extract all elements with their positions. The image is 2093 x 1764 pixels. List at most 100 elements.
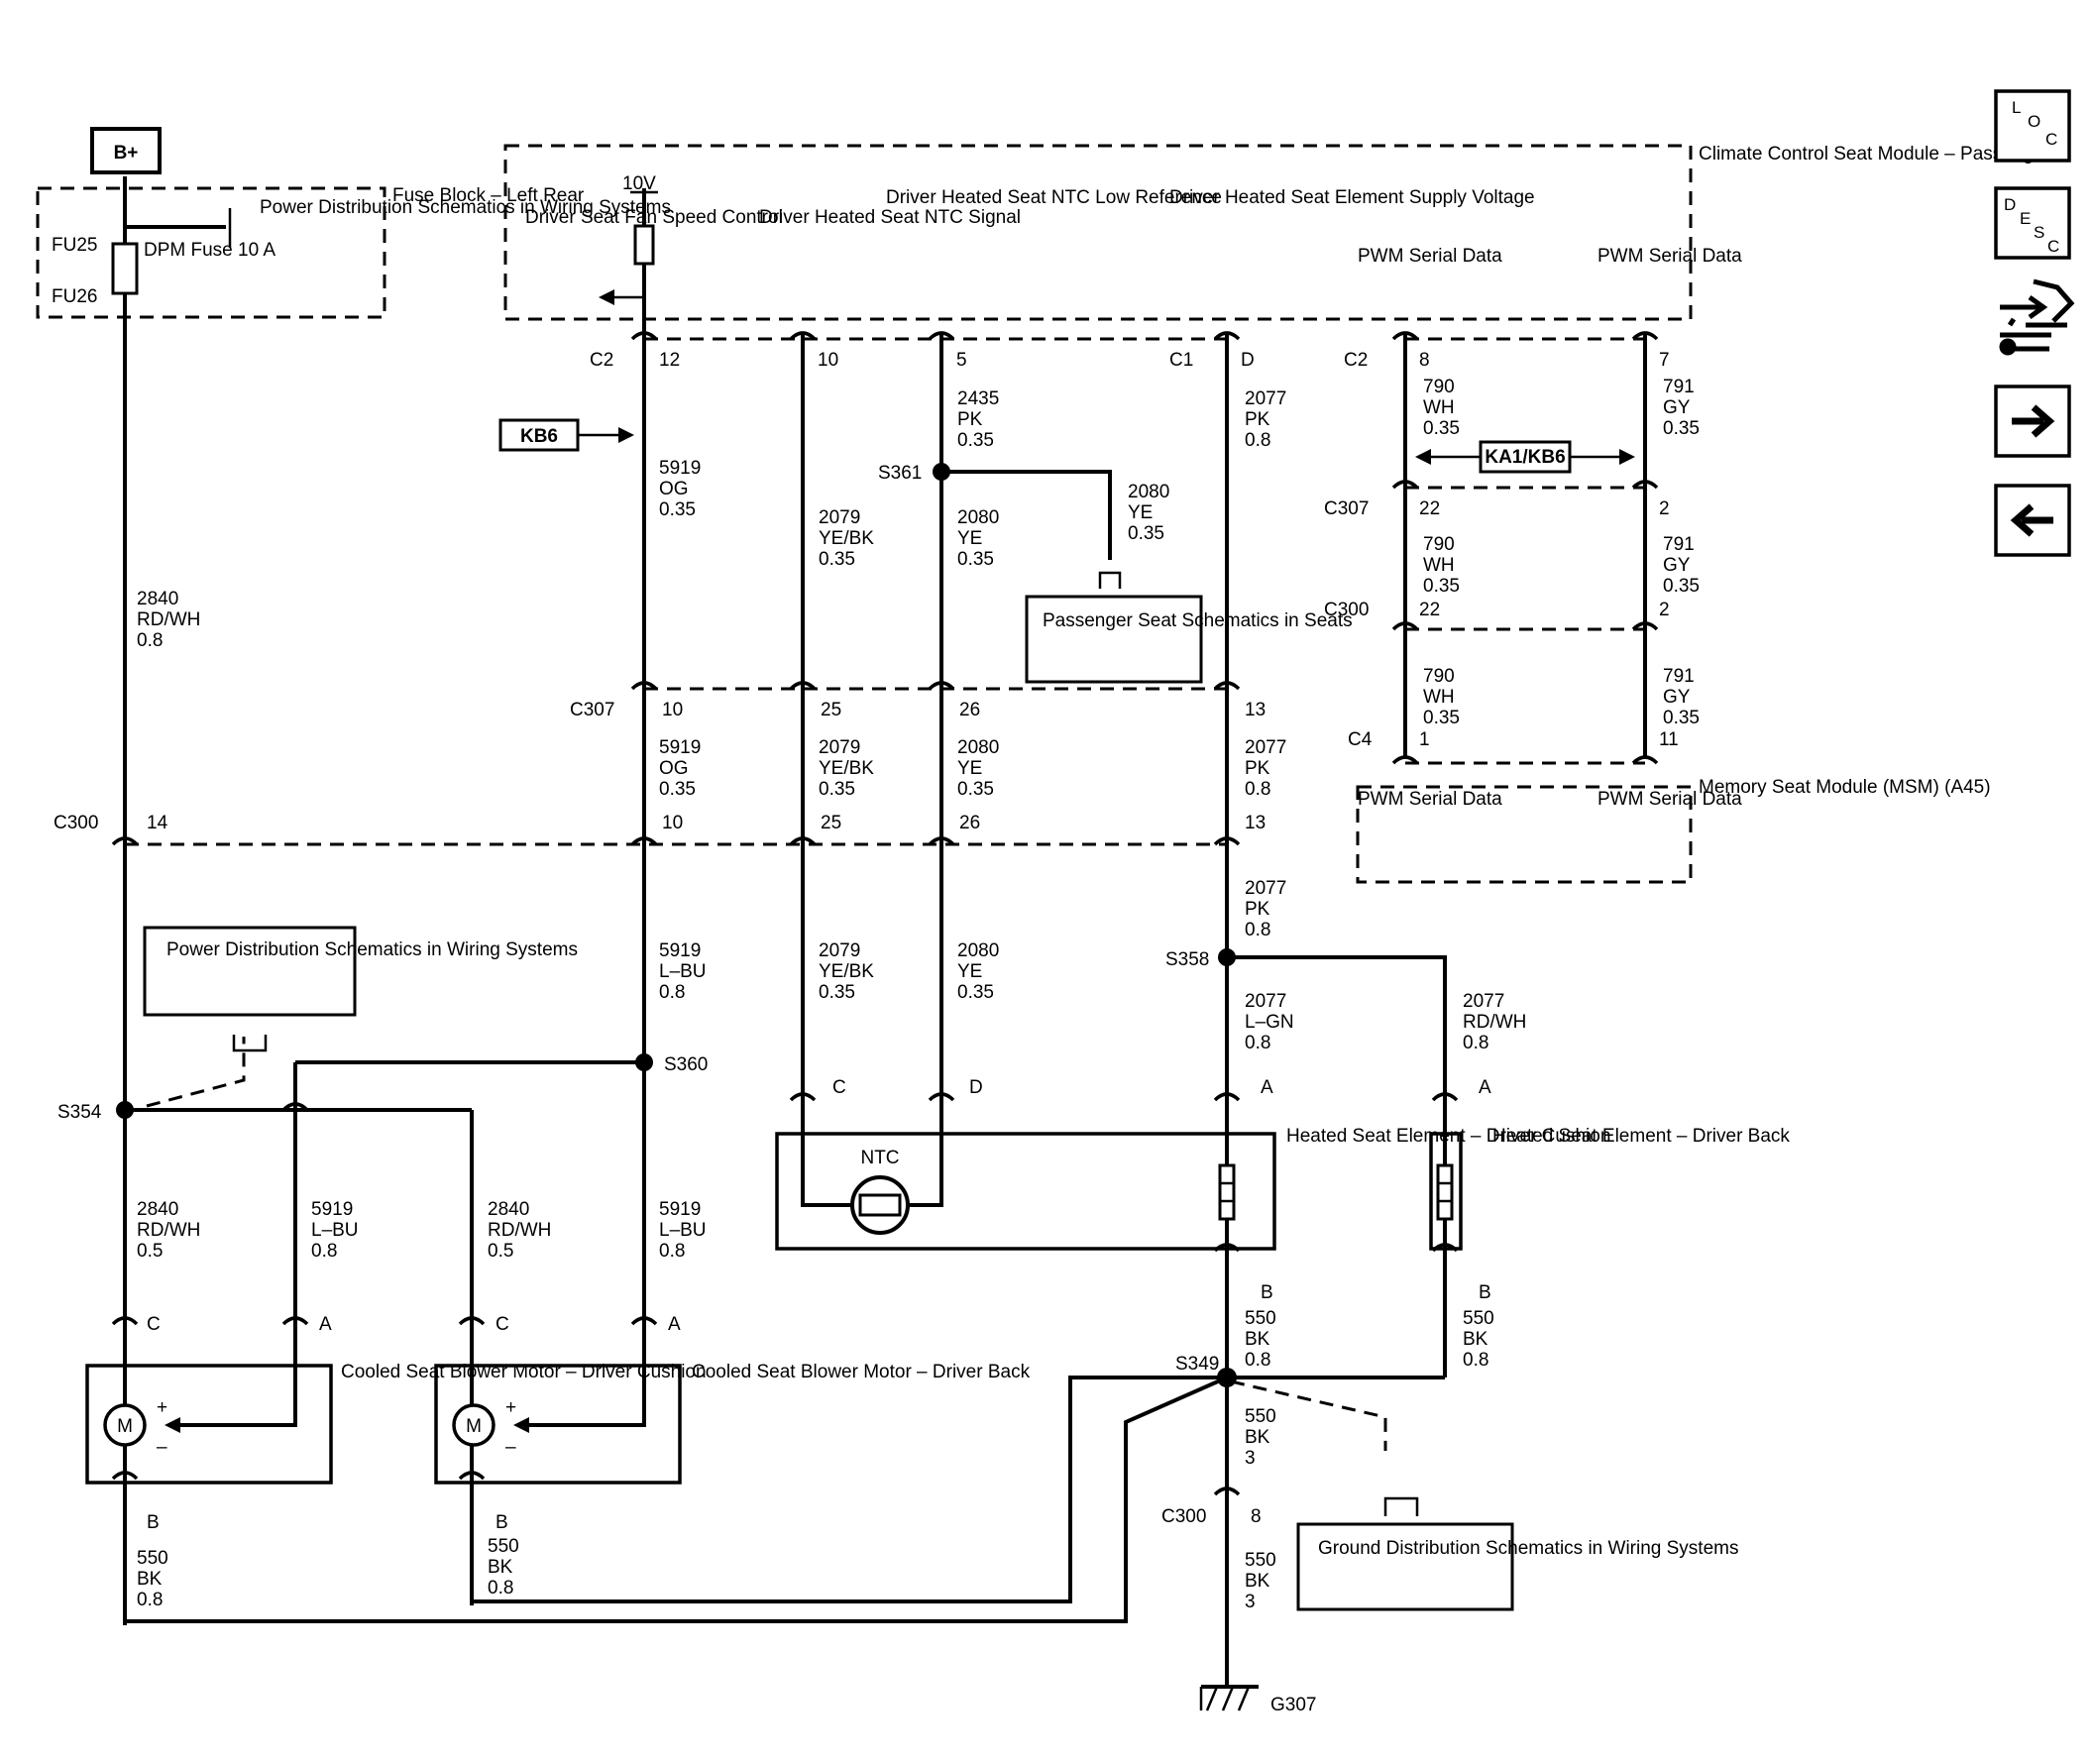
conn-c307-pin22: 22 <box>1419 498 1440 519</box>
heater-back-pin-a: A <box>1479 1077 1491 1098</box>
conn-c4-pin11: 11 <box>1659 729 1679 750</box>
blower-back-pin-a: A <box>668 1314 681 1335</box>
ntc-pin-d: D <box>969 1077 983 1098</box>
splice-s349: S349 <box>1175 1354 1219 1375</box>
connector-view-icon[interactable] <box>1999 278 2075 356</box>
blower-cushion-minus: – <box>157 1437 167 1458</box>
blower-cushion-plus: + <box>157 1397 167 1418</box>
ccsm-pin-pwm-data-2: PWM Serial Data <box>1597 246 1742 267</box>
heater-cushion-pin-b: B <box>1261 1282 1273 1303</box>
ccsm-pin-ntc-low-ref: Driver Heated Seat NTC Low Reference <box>886 187 1222 208</box>
ccsm-pin-pwm-data-1: PWM Serial Data <box>1358 246 1502 267</box>
dashed-lines <box>36 144 1693 1451</box>
conn-c300-bottom: C300 <box>1161 1506 1206 1527</box>
blower-cushion-pin-c: C <box>147 1314 161 1335</box>
ntc-label: NTC <box>860 1148 899 1168</box>
bplus-label: B+ <box>114 143 139 164</box>
blower-back-minus: – <box>505 1437 516 1458</box>
ground-dist-ref-label: Ground Distribution Schematics in Wiring… <box>1318 1538 1738 1559</box>
conn-c307-pin2: 2 <box>1659 498 1670 519</box>
conn-c300-pin22: 22 <box>1419 600 1440 620</box>
svg-text:L: L <box>2012 98 2021 117</box>
fuse-rating: DPM Fuse 10 A <box>144 240 275 261</box>
conn-c307-pin25: 25 <box>821 700 841 720</box>
splice-s360: S360 <box>664 1054 708 1075</box>
next-page-button[interactable] <box>1994 385 2071 458</box>
conn-c2-left: C2 <box>590 350 613 371</box>
heater-back-pin-b: B <box>1479 1282 1491 1303</box>
ccsm-pin-ntc-signal: Driver Heated Seat NTC Signal <box>759 207 1021 228</box>
kb6-ref-label: KB6 <box>520 426 558 447</box>
blower-cushion-motor-m: M <box>117 1416 133 1437</box>
ccsm-name: Climate Control Seat Module – Passenger <box>1699 144 2051 165</box>
svg-text:C: C <box>2047 237 2059 256</box>
splice-dots <box>116 463 1237 1387</box>
conn-c2-pin7: 7 <box>1659 350 1670 371</box>
conn-c4: C4 <box>1348 729 1373 750</box>
ka1kb6-ref-box[interactable] <box>1479 440 1572 474</box>
ka1kb6-ref-label: KA1/KB6 <box>1485 447 1565 468</box>
msm-pin-pwm-data-2: PWM Serial Data <box>1597 789 1742 810</box>
conn-c307-left: C307 <box>570 700 614 720</box>
heater-back-icon <box>1436 1163 1454 1221</box>
conn-c307-pin26: 26 <box>959 700 980 720</box>
msm-pin-pwm-data-1: PWM Serial Data <box>1358 789 1502 810</box>
conn-c300-left: C300 <box>54 813 98 833</box>
fuse-symbol <box>111 242 139 295</box>
loc-button[interactable]: L O C <box>1994 89 2071 163</box>
ground-dist-ref-box[interactable] <box>1296 1522 1514 1611</box>
power-dist-ref-top: Power Distribution Schematics in Wiring … <box>260 197 671 218</box>
svg-text:D: D <box>2004 195 2016 214</box>
ccsm-pin-fan-speed: Driver Seat Fan Speed Control <box>525 207 783 228</box>
conn-c300-pin25: 25 <box>821 813 841 833</box>
wires <box>123 176 1647 1685</box>
blower-back-plus: + <box>505 1397 516 1418</box>
svg-text:E: E <box>2020 209 2031 228</box>
conn-c2-pin8: 8 <box>1419 350 1430 371</box>
passenger-seat-ref-label: Passenger Seat Schematics in Seats <box>1043 610 1353 631</box>
ntc-component-box <box>775 1132 1276 1251</box>
blower-cushion-pin-b: B <box>147 1512 160 1533</box>
conn-c307-pin13: 13 <box>1245 700 1266 720</box>
conn-c2-pin12: 12 <box>659 350 680 371</box>
conn-c1-pind: D <box>1241 350 1255 371</box>
desc-button[interactable]: D E S C <box>1994 186 2071 260</box>
bplus-box <box>90 127 162 174</box>
blower-back-box <box>434 1364 682 1485</box>
svg-text:C: C <box>2045 130 2057 149</box>
ccsm-pin-supply-voltage: Driver Heated Seat Element Supply Voltag… <box>1169 187 1535 208</box>
conn-c2-right: C2 <box>1344 350 1368 371</box>
conn-c300-pin2: 2 <box>1659 600 1670 620</box>
prev-page-button[interactable] <box>1994 484 2071 557</box>
fuse-id-fu25: FU25 <box>52 235 97 256</box>
conn-c300-pin14: 14 <box>147 813 168 833</box>
ground-symbol-icon <box>1199 1685 1259 1711</box>
power-dist-ref-box[interactable] <box>143 926 357 1017</box>
ntc-pin-c: C <box>832 1077 846 1098</box>
splice-s358: S358 <box>1165 949 1209 970</box>
passenger-seat-ref-box[interactable] <box>1025 595 1203 684</box>
fuse-block-label: Fuse Block – Left Rear <box>392 185 585 206</box>
